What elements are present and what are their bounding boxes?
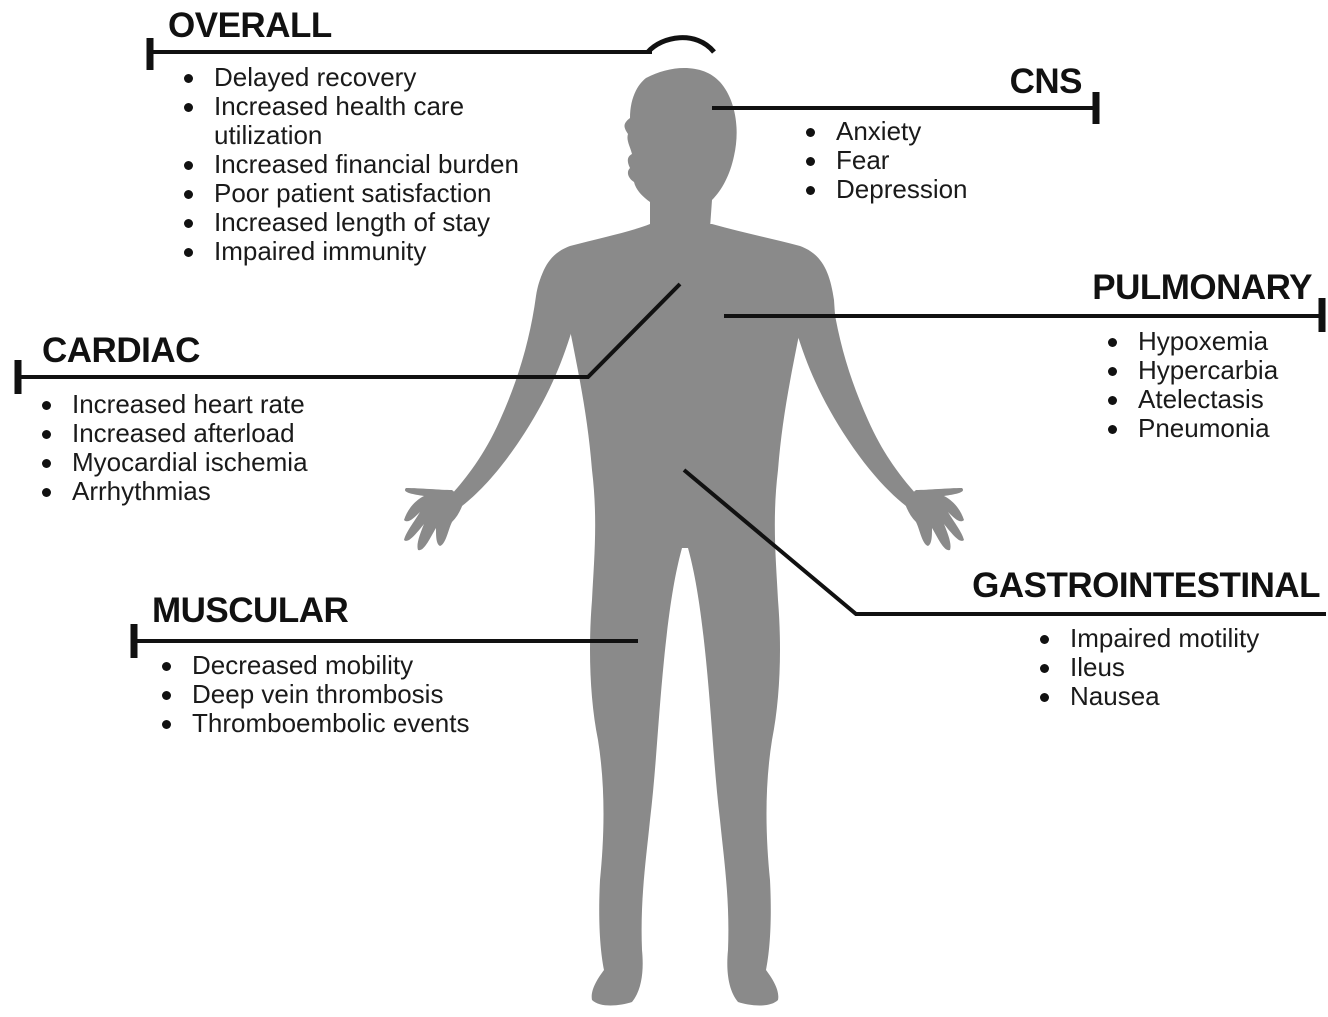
list-item: Pneumonia: [1104, 414, 1318, 443]
list-item: Increased afterload: [38, 419, 378, 448]
list-item: Hypercarbia: [1104, 356, 1318, 385]
gastrointestinal-list: Impaired motility Ileus Nausea: [1036, 624, 1320, 711]
overall-head-arc: [648, 38, 714, 52]
cardiac-heading: CARDIAC: [42, 333, 200, 368]
head-shape: [625, 68, 737, 228]
list-item: Increased health care utilization: [180, 92, 600, 150]
list-item: Atelectasis: [1104, 385, 1318, 414]
list-item: Deep vein thrombosis: [158, 680, 518, 709]
left-hand-shape: [404, 488, 464, 550]
list-item: Arrhythmias: [38, 477, 378, 506]
overall-heading: OVERALL: [168, 8, 332, 43]
list-item: Poor patient satisfaction: [180, 179, 600, 208]
list-item: Nausea: [1036, 682, 1320, 711]
list-item: Decreased mobility: [158, 651, 518, 680]
muscular-heading: MUSCULAR: [152, 593, 348, 628]
list-item: Increased heart rate: [38, 390, 378, 419]
pulmonary-heading: PULMONARY: [1040, 270, 1312, 305]
cardiac-list: Increased heart rate Increased afterload…: [38, 390, 378, 506]
list-item: Ileus: [1036, 653, 1320, 682]
cns-heading: CNS: [960, 64, 1082, 99]
muscular-list: Decreased mobility Deep vein thrombosis …: [158, 651, 518, 738]
right-hand-shape: [904, 488, 964, 550]
right-arm-shape: [796, 246, 916, 506]
pulmonary-list: Hypoxemia Hypercarbia Atelectasis Pneumo…: [1104, 327, 1318, 443]
overall-list: Delayed recovery Increased health care u…: [180, 63, 600, 266]
list-item: Delayed recovery: [180, 63, 600, 92]
list-item: Hypoxemia: [1104, 327, 1318, 356]
list-item: Depression: [802, 175, 1062, 204]
list-item: Anxiety: [802, 117, 1062, 146]
cns-list: Anxiety Fear Depression: [802, 117, 1062, 204]
list-item: Increased financial burden: [180, 150, 600, 179]
gastrointestinal-heading: GASTROINTESTINAL: [900, 568, 1320, 603]
list-item: Thromboembolic events: [158, 709, 518, 738]
list-item: Fear: [802, 146, 1062, 175]
list-item: Myocardial ischemia: [38, 448, 378, 477]
torso-legs-shape: [534, 224, 836, 1006]
list-item: Impaired immunity: [180, 237, 600, 266]
list-item: Impaired motility: [1036, 624, 1320, 653]
list-item: Increased length of stay: [180, 208, 600, 237]
